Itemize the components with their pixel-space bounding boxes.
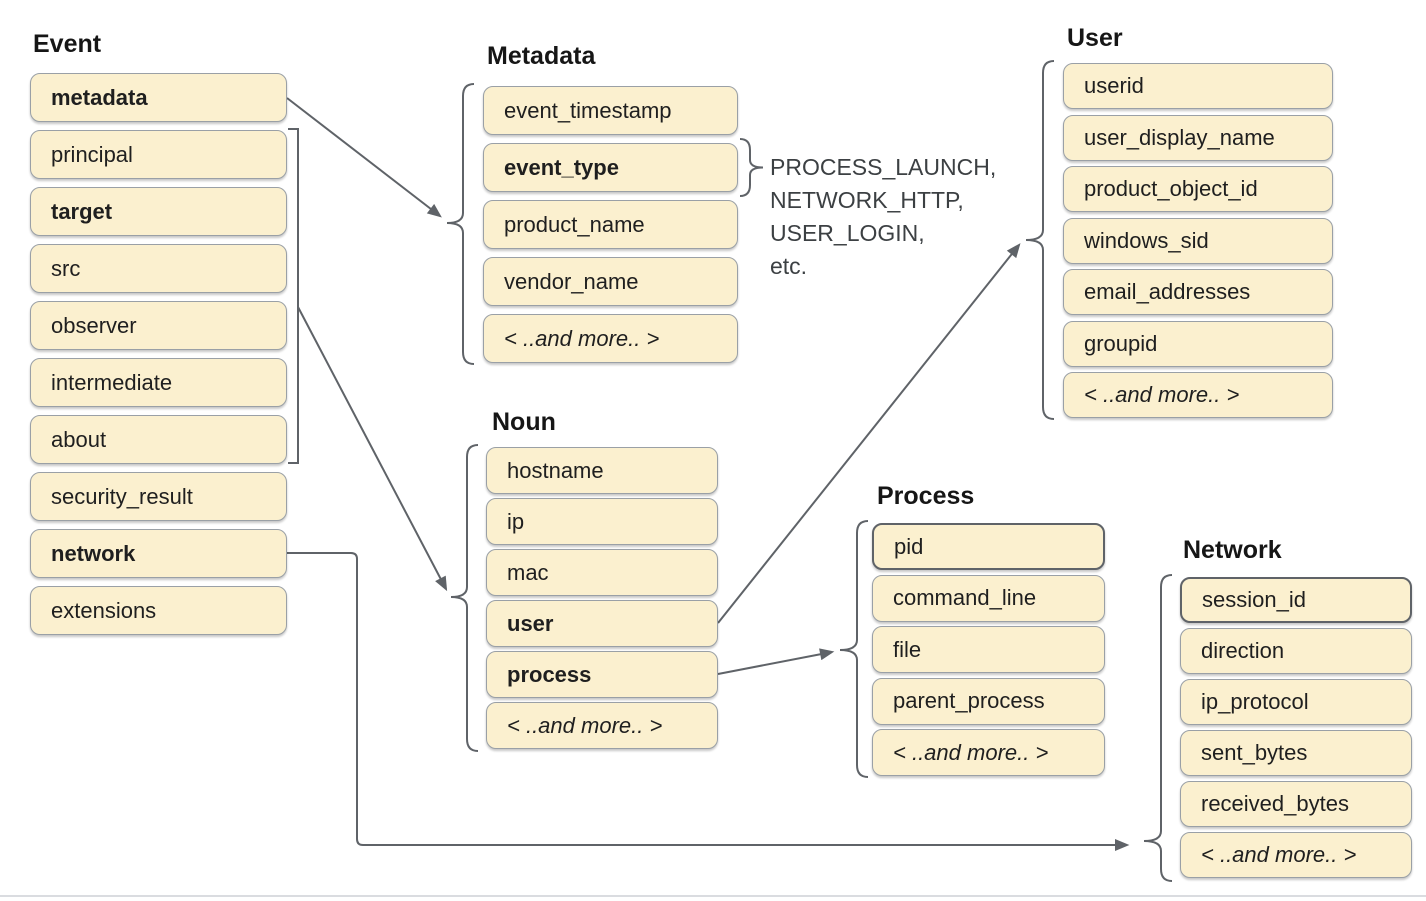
annotation-line: PROCESS_LAUNCH, xyxy=(770,154,997,180)
field-src: src xyxy=(30,244,287,293)
annotation-line: etc. xyxy=(770,253,808,279)
bracket-event-noun-fields xyxy=(288,128,299,464)
field-windows-sid: windows_sid xyxy=(1063,217,1333,264)
field-target: target xyxy=(30,187,287,236)
field-about: about xyxy=(30,415,287,464)
field-vendor-name: vendor_name xyxy=(483,257,738,306)
field-direction: direction xyxy=(1180,628,1412,674)
field-product-name: product_name xyxy=(483,200,738,249)
event-type-values-annotation: PROCESS_LAUNCH, NETWORK_HTTP, USER_LOGIN… xyxy=(770,151,996,283)
group-title-metadata: Metadata xyxy=(487,42,596,70)
field-command-line: command_line xyxy=(872,574,1105,622)
arrow-user-to-user-group xyxy=(717,243,1021,624)
group-title-process: Process xyxy=(877,482,975,510)
field-userid: userid xyxy=(1063,63,1333,109)
field-parent-process: parent_process xyxy=(872,677,1105,725)
field-observer: observer xyxy=(30,301,287,350)
arrow-event-fields-to-noun-group xyxy=(297,306,448,592)
field-extensions: extensions xyxy=(30,586,287,635)
group-title-event: Event xyxy=(33,30,102,58)
field-network: network xyxy=(30,529,287,578)
field-product-object-id: product_object_id xyxy=(1063,166,1333,212)
field-session-id: session_id xyxy=(1180,577,1412,623)
field-event-type: event_type xyxy=(483,143,738,192)
group-title-network: Network xyxy=(1183,536,1282,564)
brace-noun-group xyxy=(450,444,479,752)
field-metadata-more: < ..and more.. > xyxy=(483,314,738,363)
field-user-more: < ..and more.. > xyxy=(1063,372,1333,418)
arrow-metadata-to-metadata-group xyxy=(286,97,442,218)
group-metadata: event_timestamp event_type product_name … xyxy=(483,86,738,363)
arrow-process-to-process-group xyxy=(717,648,835,675)
annotation-line: NETWORK_HTTP, xyxy=(770,187,964,213)
group-user: userid user_display_name product_object_… xyxy=(1063,63,1333,418)
field-groupid: groupid xyxy=(1063,320,1333,367)
group-title-user: User xyxy=(1067,24,1123,52)
field-hostname: hostname xyxy=(486,447,718,494)
field-process-more: < ..and more.. > xyxy=(872,729,1105,776)
brace-process-group xyxy=(839,520,869,778)
field-process: process xyxy=(486,651,718,698)
field-sent-bytes: sent_bytes xyxy=(1180,730,1412,776)
field-security-result: security_result xyxy=(30,472,287,521)
brace-metadata-group xyxy=(446,83,475,365)
field-file: file xyxy=(872,626,1105,673)
brace-network-group xyxy=(1143,574,1173,882)
group-title-noun: Noun xyxy=(492,408,556,436)
field-ip-protocol: ip_protocol xyxy=(1180,679,1412,725)
group-network: session_id direction ip_protocol sent_by… xyxy=(1180,577,1412,878)
field-email-addresses: email_addresses xyxy=(1063,269,1333,315)
field-ip: ip xyxy=(486,498,718,545)
group-process: pid command_line file parent_process < .… xyxy=(872,523,1105,776)
annotation-line: USER_LOGIN, xyxy=(770,220,925,246)
field-network-more: < ..and more.. > xyxy=(1180,832,1412,878)
field-user: user xyxy=(486,600,718,647)
arrow-network-to-network-group xyxy=(287,552,1130,851)
field-received-bytes: received_bytes xyxy=(1180,781,1412,827)
brace-event-type-annotation xyxy=(739,138,764,197)
group-noun: hostname ip mac user process < ..and mor… xyxy=(486,447,718,749)
brace-user-group xyxy=(1025,60,1055,420)
field-intermediate: intermediate xyxy=(30,358,287,407)
field-principal: principal xyxy=(30,130,287,179)
field-pid: pid xyxy=(872,523,1105,570)
field-user-display-name: user_display_name xyxy=(1063,114,1333,161)
field-event-timestamp: event_timestamp xyxy=(483,86,738,135)
field-noun-more: < ..and more.. > xyxy=(486,702,718,749)
field-mac: mac xyxy=(486,549,718,596)
page-divider xyxy=(0,895,1426,897)
group-event: metadata principal target src observer i… xyxy=(30,73,287,635)
field-metadata: metadata xyxy=(30,73,287,122)
